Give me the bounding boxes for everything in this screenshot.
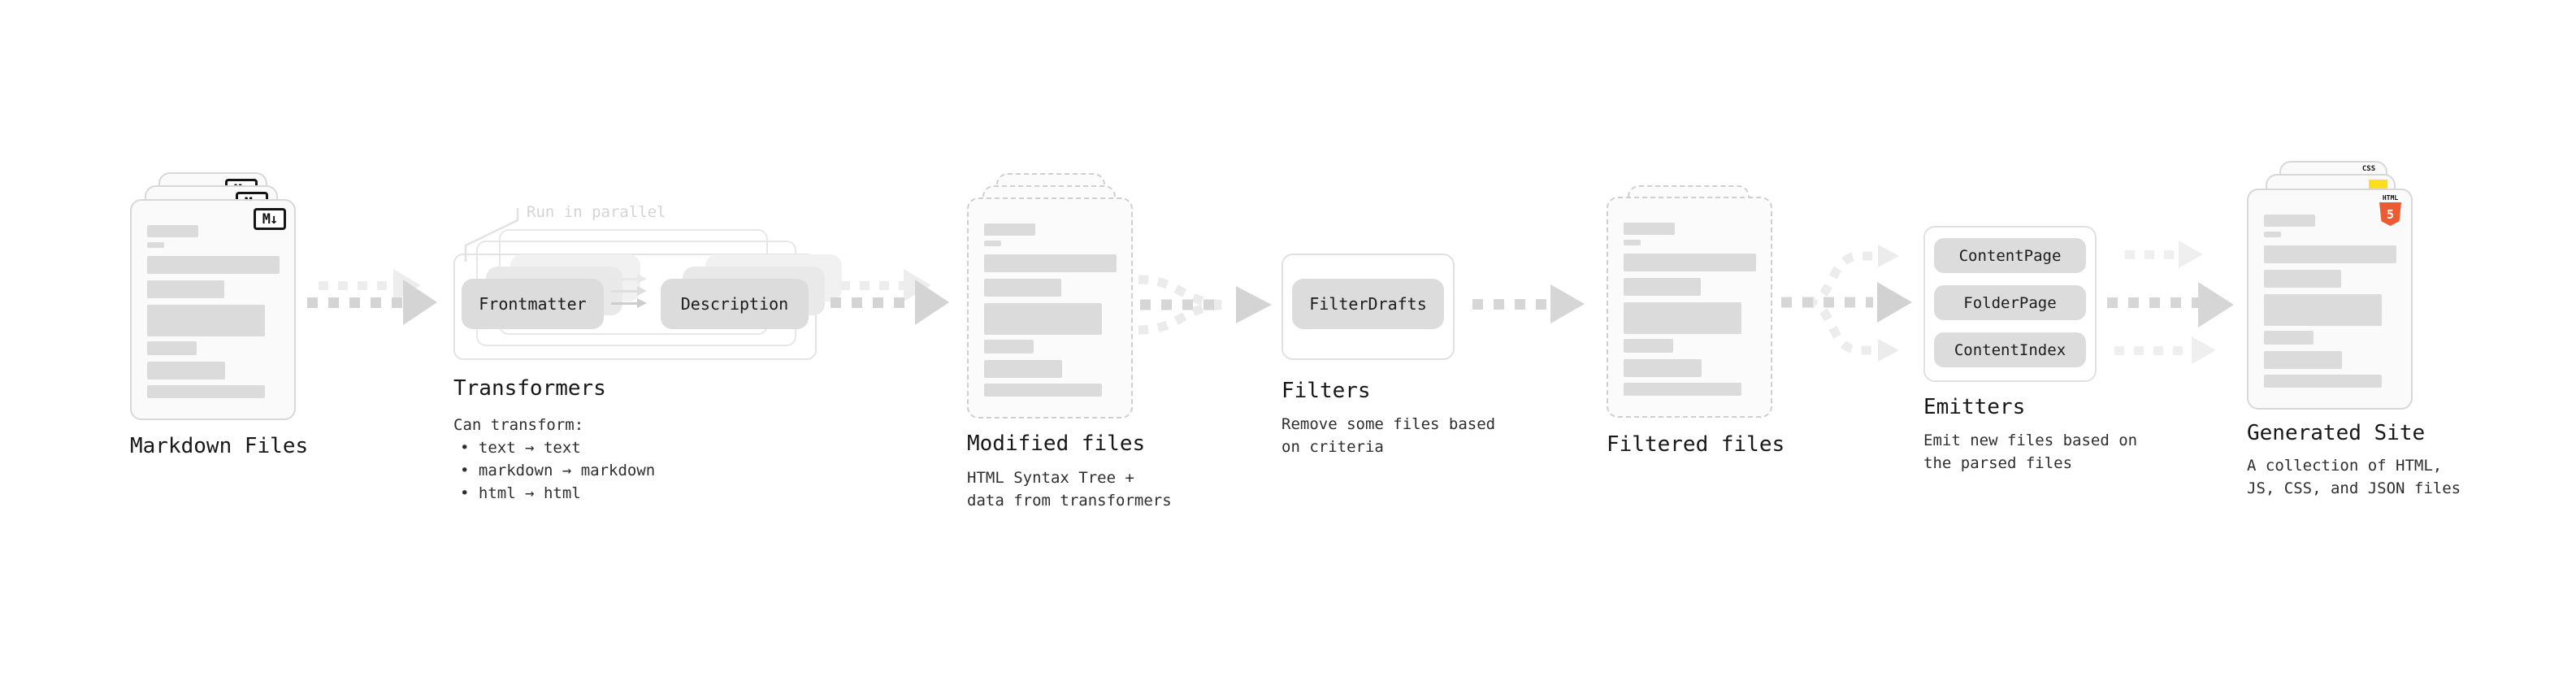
- text-placeholder: [2264, 294, 2382, 326]
- stage-label-markdown-files: Markdown Files: [130, 434, 309, 458]
- text-placeholder: [984, 223, 1035, 236]
- text-placeholder: [1624, 383, 1741, 396]
- text-placeholder: [147, 385, 265, 398]
- stage-label-transformers: Transformers: [453, 376, 606, 401]
- text-placeholder: [147, 225, 198, 237]
- transformers-bullet: • text → text: [460, 439, 581, 457]
- filter-drafts-pill: FilterDrafts: [1292, 279, 1444, 329]
- text-placeholder: [1624, 254, 1756, 271]
- flow-arrow-filtered-to-emitters: [1781, 245, 1912, 362]
- flow-arrow-modified-to-filters: [1138, 275, 1272, 335]
- filters-desc: Remove some files based: [1281, 415, 1496, 433]
- js-icon: [2369, 180, 2387, 189]
- text-placeholder: [2264, 215, 2315, 227]
- text-placeholder: [984, 279, 1061, 297]
- generated-site-desc: A collection of HTML,: [2247, 457, 2443, 475]
- stage-label-filters: Filters: [1281, 379, 1371, 403]
- text-placeholder: [984, 303, 1102, 335]
- text-placeholder: [2264, 270, 2341, 288]
- frontmatter-pill: Frontmatter: [462, 279, 604, 329]
- text-placeholder: [147, 362, 225, 380]
- file-card-dashed: [1607, 197, 1772, 418]
- description-pill: Description: [661, 279, 809, 329]
- text-placeholder: [2264, 351, 2342, 369]
- text-placeholder: [984, 360, 1062, 378]
- text-placeholder: [2264, 232, 2281, 237]
- text-placeholder: [1624, 359, 1702, 377]
- text-placeholder: [1624, 223, 1675, 235]
- text-placeholder: [984, 241, 1001, 246]
- text-placeholder: [1624, 240, 1641, 245]
- file-card-dashed: [967, 197, 1133, 419]
- text-placeholder: [2264, 245, 2396, 263]
- text-placeholder: [984, 340, 1034, 354]
- text-placeholder: [147, 341, 197, 355]
- generated-site-desc: JS, CSS, and JSON files: [2247, 479, 2461, 497]
- text-placeholder: [2264, 331, 2314, 345]
- text-placeholder: [1624, 302, 1741, 334]
- content-index-pill: ContentIndex: [1934, 332, 2086, 367]
- text-placeholder: [984, 384, 1102, 397]
- file-card: HTML 5: [2247, 189, 2413, 410]
- text-placeholder: [147, 305, 265, 336]
- text-placeholder: [984, 254, 1117, 272]
- stage-label-emitters: Emitters: [1923, 395, 2026, 419]
- markdown-icon: M↓: [254, 208, 286, 230]
- text-placeholder: [2264, 375, 2382, 388]
- run-in-parallel-annotation: Run in parallel: [527, 203, 666, 221]
- text-placeholder: [1624, 278, 1701, 296]
- run-in-parallel-connector: [464, 208, 519, 262]
- text-placeholder: [147, 256, 280, 274]
- stage-label-modified-files: Modified files: [967, 432, 1146, 456]
- html5-icon: HTML 5: [2379, 194, 2401, 226]
- modified-files-desc: data from transformers: [967, 492, 1172, 510]
- emitters-desc: the parsed files: [1923, 454, 2073, 472]
- transformers-desc-title: Can transform:: [453, 416, 584, 434]
- transformers-bullet: • markdown → markdown: [460, 462, 656, 479]
- content-page-pill: ContentPage: [1934, 238, 2086, 273]
- stage-label-generated-site: Generated Site: [2247, 421, 2426, 445]
- folder-page-pill: FolderPage: [1934, 285, 2086, 320]
- emitters-desc: Emit new files based on: [1923, 432, 2138, 449]
- text-placeholder: [147, 242, 164, 248]
- text-placeholder: [147, 280, 224, 298]
- stage-label-filtered-files: Filtered files: [1607, 432, 1785, 457]
- text-placeholder: [1624, 339, 1673, 353]
- file-card: M↓: [130, 199, 296, 420]
- modified-files-desc: HTML Syntax Tree +: [967, 469, 1134, 487]
- filters-desc: on criteria: [1281, 438, 1384, 456]
- transformers-bullet: • html → html: [460, 484, 581, 502]
